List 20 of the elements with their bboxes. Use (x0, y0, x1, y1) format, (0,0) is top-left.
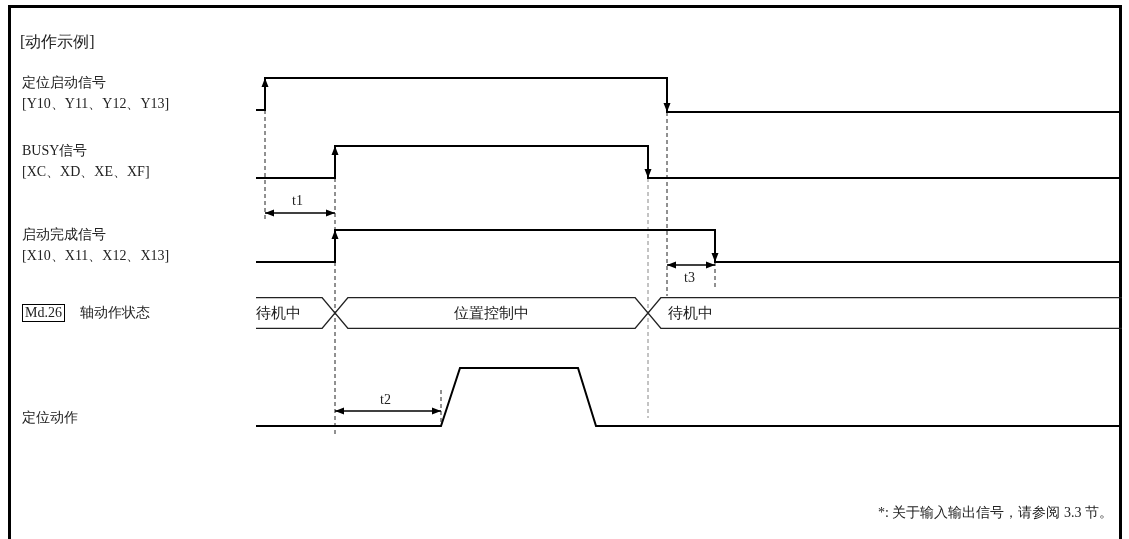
signal-address: [XC、XD、XE、XF] (22, 163, 150, 181)
signal-name: 定位动作 (22, 409, 78, 427)
state-segment (335, 297, 648, 329)
state-text: 待机中 (668, 303, 713, 323)
time-label: t2 (380, 392, 391, 408)
state-segment (256, 297, 335, 329)
signal-address: [Y10、Y11、Y12、Y13] (22, 95, 170, 113)
time-label: t1 (292, 193, 303, 209)
signal-name: 轴动作状态 (80, 304, 150, 322)
diagram-title: [动作示例] (20, 32, 95, 52)
state-segment (648, 297, 1122, 329)
signal-address: [X10、X11、X12、X13] (22, 247, 170, 265)
time-label: t3 (684, 270, 695, 286)
parameter-tag: Md.26 (22, 304, 65, 322)
signal-name: BUSY信号 (22, 142, 88, 160)
signal-name: 定位启动信号 (22, 74, 106, 92)
state-text: 待机中 (256, 303, 301, 323)
state-text: 位置控制中 (454, 303, 529, 323)
signal-name: 启动完成信号 (22, 226, 106, 244)
footnote: *: 关于输入输出信号，请参阅 3.3 节。 (878, 504, 1113, 522)
